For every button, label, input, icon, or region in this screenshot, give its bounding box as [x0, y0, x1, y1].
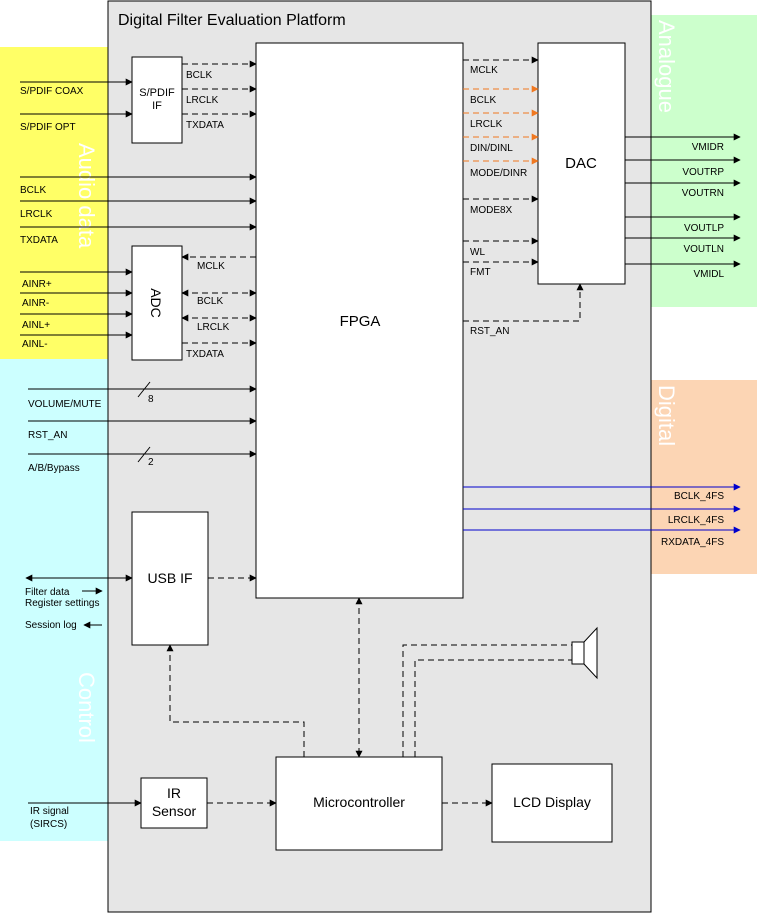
ainl-p-label: AINL+ [22, 320, 50, 331]
usb-label: USB IF [147, 570, 192, 586]
session-log-label: Session log [25, 620, 77, 631]
adc-bclk-label: BCLK [197, 296, 223, 307]
analogue-zone-label: Analogue [654, 20, 679, 113]
lcd-label: LCD Display [513, 794, 591, 810]
dac-label: DAC [565, 155, 597, 172]
digital-zone [651, 380, 757, 574]
ab-bus-tick [137, 446, 151, 463]
vmidl-label: VMIDL [693, 269, 724, 280]
ainr-p-label: AINR+ [22, 279, 52, 290]
control-zone [0, 359, 108, 841]
spdif-opt-label: S/PDIF OPT [20, 122, 76, 133]
mcu-speaker-line-2 [414, 659, 572, 757]
ir-signal-label: IR signal [30, 806, 69, 817]
in-lrclk-label: LRCLK [20, 209, 53, 220]
adc-block [131, 245, 183, 361]
ab-width-label: 2 [148, 457, 154, 468]
audio-zone-label: Audio data [74, 143, 99, 249]
mcu-speaker-line-1 [402, 644, 572, 757]
fpga-label: FPGA [340, 313, 381, 330]
spdif-lrclk-label: LRCLK [186, 95, 219, 106]
rxdata-4fs-label: RXDATA_4FS [661, 537, 724, 548]
voutrn-label: VOUTRN [682, 188, 724, 199]
digital-zone-label: Digital [654, 385, 679, 446]
control-zone-label: Control [74, 672, 99, 743]
voutlp-label: VOUTLP [684, 223, 724, 234]
dac-bclk-label: BCLK [470, 95, 496, 106]
bclk-4fs-label: BCLK_4FS [674, 491, 724, 502]
lcd-block [491, 763, 613, 843]
mode-label: MODE/DINR [470, 168, 527, 179]
spdif-label-line2: IF [152, 100, 162, 112]
adc-txdata-label: TXDATA [186, 349, 224, 360]
lrclk-4fs-label: LRCLK_4FS [668, 515, 724, 526]
ab-bypass-label: A/B/Bypass [28, 463, 80, 474]
audio-zone [0, 47, 108, 359]
filter-data-label: Filter data [25, 587, 70, 598]
in-txdata-label: TXDATA [20, 235, 58, 246]
spdif-txdata-label: TXDATA [186, 120, 224, 131]
in-bclk-label: BCLK [20, 185, 46, 196]
microcontroller-block [275, 756, 443, 851]
spdif-block [131, 56, 183, 144]
mcu-usb-arrow [166, 644, 305, 757]
platform-title: Digital Filter Evaluation Platform [118, 12, 346, 29]
mode8x-label: MODE8X [470, 205, 513, 216]
volume-width-label: 8 [148, 394, 154, 405]
speaker-icon [571, 626, 598, 680]
volume-bus-tick [137, 381, 151, 398]
ir-sensor-block [140, 777, 208, 829]
sircs-label: (SIRCS) [30, 819, 67, 830]
ir-label-line1: IR [167, 785, 181, 801]
fmt-label: FMT [470, 267, 491, 278]
rst-an-out-arrow [463, 283, 584, 322]
dac-block [537, 42, 626, 285]
dac-mclk-label: MCLK [470, 65, 498, 76]
voutln-label: VOUTLN [683, 244, 724, 255]
spdif-coax-label: S/PDIF COAX [20, 86, 84, 97]
ainl-n-label: AINL- [22, 339, 48, 350]
voutrp-label: VOUTRP [682, 167, 724, 178]
adc-lrclk-label: LRCLK [197, 322, 230, 333]
ir-label-line2: Sensor [152, 803, 197, 819]
rst-an-in-label: RST_AN [28, 430, 67, 441]
vmidr-label: VMIDR [692, 142, 724, 153]
volume-label: VOLUME/MUTE [28, 399, 102, 410]
spdif-bclk-label: BCLK [186, 70, 212, 81]
dac-lrclk-label: LRCLK [470, 119, 503, 130]
microcontroller-label: Microcontroller [313, 794, 405, 810]
ainr-n-label: AINR- [22, 298, 49, 309]
wl-label: WL [470, 247, 485, 258]
spdif-label-line1: S/PDIF [139, 87, 175, 99]
adc-label: ADC [148, 288, 164, 318]
rst-an-out-label: RST_AN [470, 326, 509, 337]
adc-mclk-label: MCLK [197, 261, 225, 272]
fpga-block [255, 42, 464, 599]
register-settings-label: Register settings [25, 598, 99, 609]
din-label: DIN/DINL [470, 143, 513, 154]
